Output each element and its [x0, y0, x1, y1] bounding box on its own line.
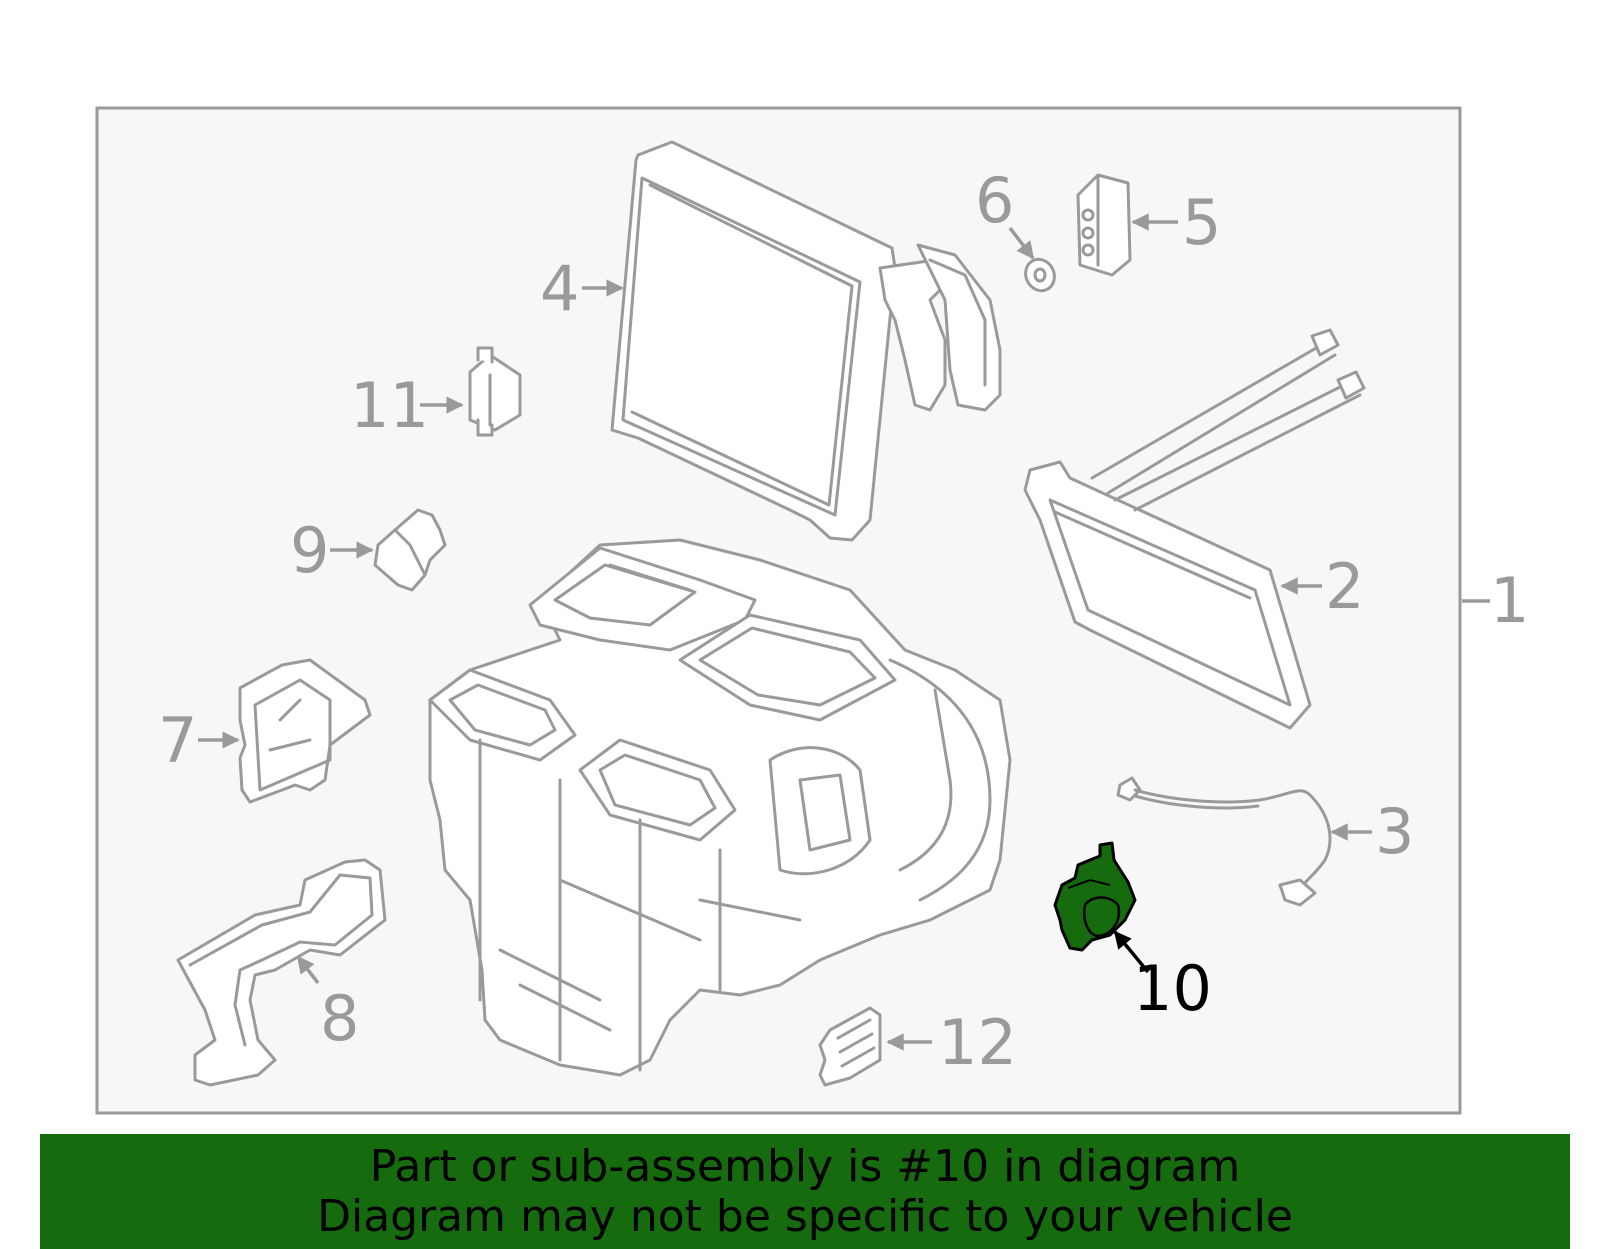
part-4-evaporator[interactable]	[610, 140, 1002, 542]
callout-labels: 1 2 3 4 5 6 7 8 9 10 11 12	[158, 164, 1529, 1079]
leader-arrows	[198, 213, 1490, 1051]
part-5-expansion-valve[interactable]	[1076, 173, 1132, 277]
label-3: 3	[1375, 795, 1414, 868]
banner-line-2: Diagram may not be specific to your vehi…	[317, 1190, 1293, 1242]
part-9-actuator[interactable]	[373, 508, 447, 592]
part-8-duct[interactable]	[176, 858, 387, 1087]
arrow-10	[1113, 930, 1150, 974]
label-2: 2	[1325, 550, 1364, 623]
arrow-6	[1008, 226, 1035, 260]
part-12-module[interactable]	[818, 1006, 882, 1087]
label-12: 12	[938, 1006, 1017, 1079]
label-9: 9	[290, 514, 329, 587]
label-8: 8	[320, 982, 359, 1055]
label-1: 1	[1490, 564, 1529, 637]
part-2-heater-core[interactable]	[1023, 328, 1366, 730]
part-7-bracket[interactable]	[238, 658, 372, 804]
banner-line-1: Part or sub-assembly is #10 in diagram	[369, 1140, 1241, 1192]
label-4: 4	[540, 252, 579, 325]
label-11: 11	[350, 369, 429, 442]
info-banner: Part or sub-assembly is #10 in diagram D…	[40, 1134, 1570, 1249]
label-5: 5	[1182, 186, 1221, 259]
part-10-highlighted[interactable]	[1053, 841, 1137, 952]
part-11-sensor[interactable]	[468, 346, 522, 437]
part-1-hvac-housing[interactable]	[428, 538, 1012, 1077]
arrow-8	[296, 955, 320, 985]
part-3-cable[interactable]	[1116, 776, 1332, 907]
label-7: 7	[158, 704, 197, 777]
label-10: 10	[1133, 952, 1212, 1025]
part-6-oring[interactable]	[1021, 255, 1060, 296]
label-6: 6	[975, 164, 1014, 237]
